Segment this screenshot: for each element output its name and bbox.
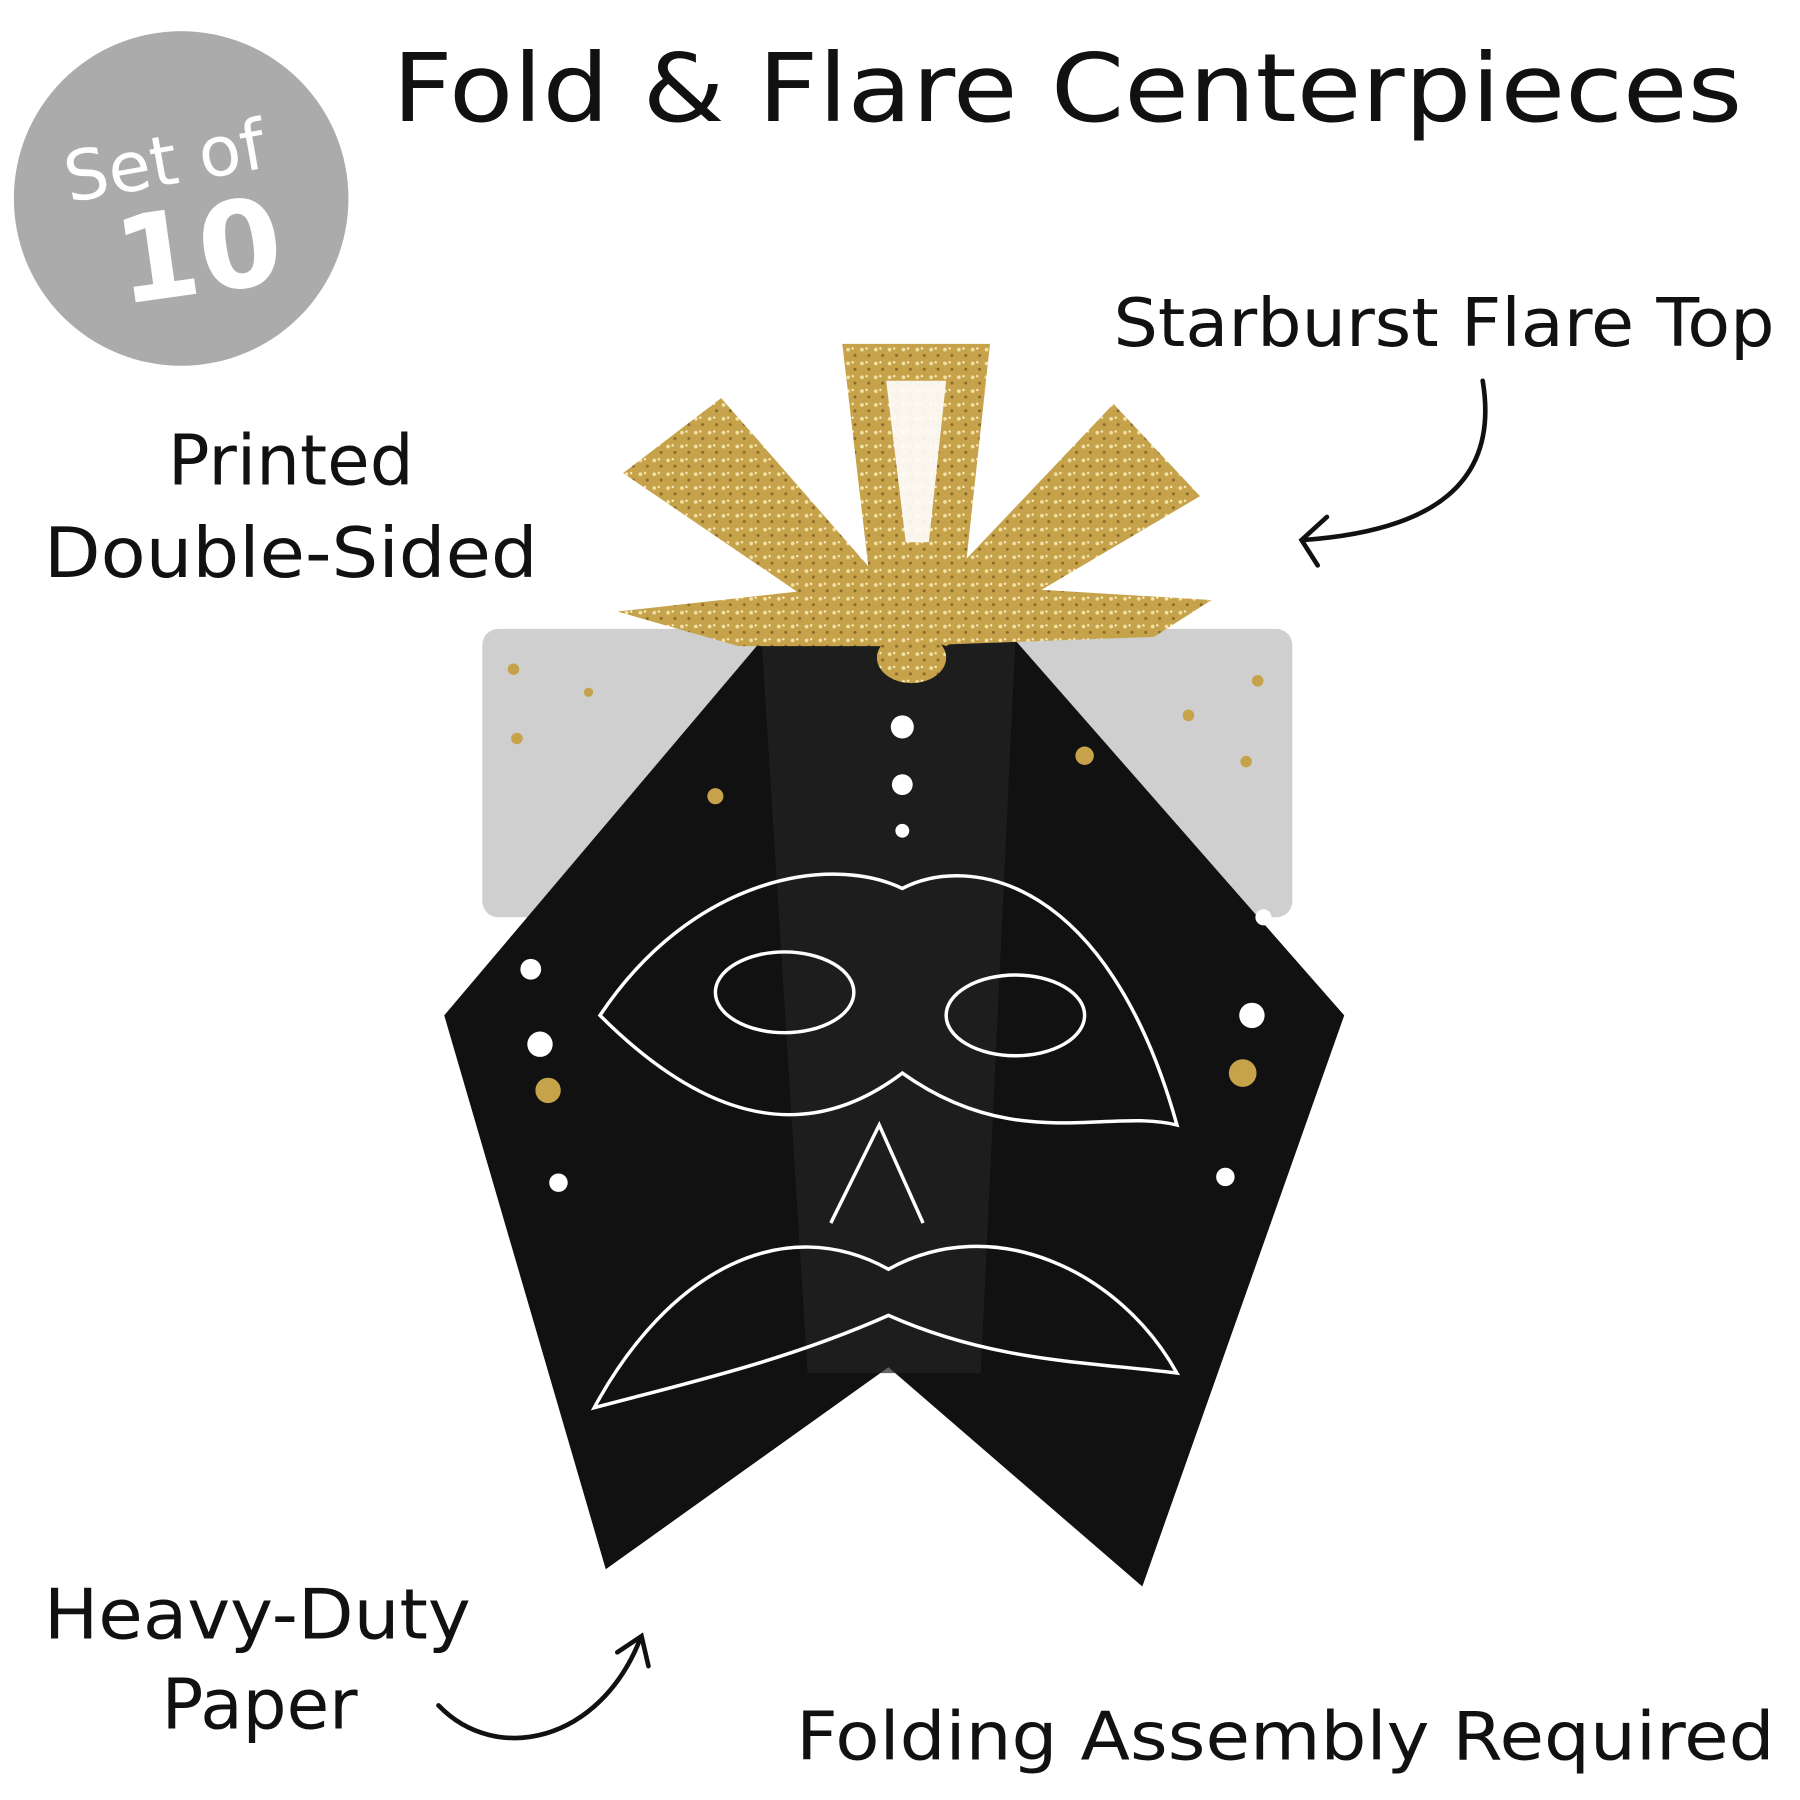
callout-printed-line2: Double-Sided bbox=[44, 514, 538, 594]
set-count-badge: Set of 10 bbox=[13, 31, 349, 366]
callout-printed-line1: Printed bbox=[168, 422, 414, 502]
arrow-icon bbox=[1298, 378, 1488, 568]
mask-icon bbox=[590, 872, 1181, 1411]
arrow-icon bbox=[436, 1632, 651, 1741]
callout-flare-top: Starburst Flare Top bbox=[1113, 284, 1774, 362]
callout-paper-line1: Heavy-Duty bbox=[44, 1575, 471, 1655]
page-title: Fold & Flare Centerpieces bbox=[392, 34, 1742, 144]
callout-assembly: Folding Assembly Required bbox=[796, 1698, 1774, 1776]
badge-count: 10 bbox=[106, 172, 291, 333]
centerpiece-illustration bbox=[444, 343, 1345, 1587]
callout-paper-line2: Paper bbox=[162, 1665, 359, 1745]
